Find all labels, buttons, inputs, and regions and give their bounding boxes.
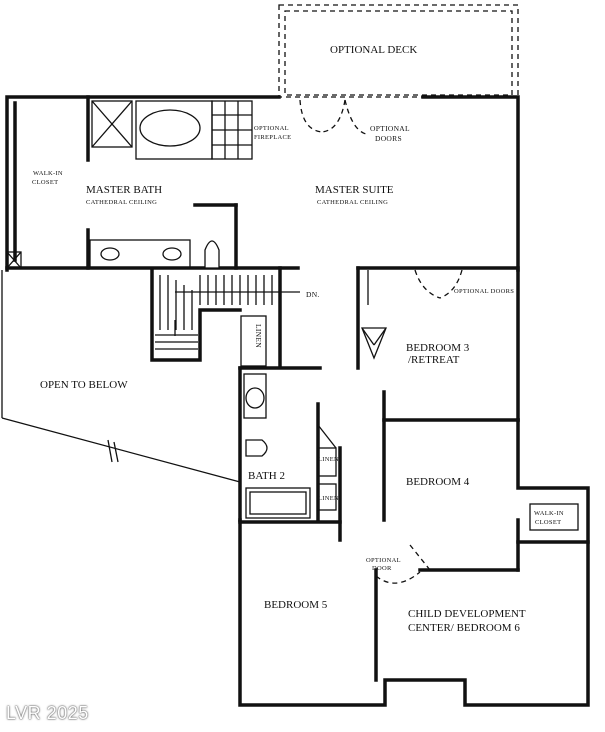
optional-doors-b3-label: OPTIONAL DOORS	[454, 288, 514, 295]
down-label: DN.	[306, 290, 320, 299]
optional-door-label: OPTIONAL	[366, 557, 401, 564]
child-development-label-2: CENTER/ BEDROOM 6	[408, 622, 520, 634]
linen-2-label: LINEN	[318, 456, 339, 463]
child-development-label: CHILD DEVELOPMENT	[408, 608, 526, 620]
stairs	[150, 268, 300, 362]
master-suite-label: MASTER SUITE	[315, 184, 394, 196]
walk-in-closet-label-2: CLOSET	[32, 179, 58, 186]
bedroom-4-label: BEDROOM 4	[406, 476, 470, 488]
linen-1-label: LINEN	[254, 324, 263, 348]
deck-doors	[299, 99, 367, 135]
bedroom-3-label-2: /RETREAT	[408, 354, 460, 366]
optional-door-label-2: DOOR	[372, 565, 392, 572]
exterior-walls	[1, 95, 590, 707]
bedroom-3-walls	[361, 269, 520, 522]
walk-in-closet-b4-label-2: CLOSET	[535, 519, 561, 526]
walk-in-closet-label: WALK-IN	[33, 170, 63, 177]
optional-fireplace-label: OPTIONAL	[254, 125, 289, 132]
walk-in-closet-b4-label: WALK-IN	[534, 510, 564, 517]
hall-walls	[238, 266, 360, 522]
bedroom-3-label: BEDROOM 3	[406, 342, 470, 354]
bath-2-fixtures	[238, 373, 342, 542]
optional-doors-label-2: DOORS	[375, 134, 402, 143]
master-bath-ceiling-label: CATHEDRAL CEILING	[86, 199, 157, 206]
linen-3-label: LINEN	[318, 495, 339, 502]
watermark: LVR 2025	[6, 703, 89, 723]
bath-2-label: BATH 2	[248, 470, 285, 482]
master-bath-walls	[6, 95, 253, 270]
open-to-below-label: OPEN TO BELOW	[40, 379, 128, 391]
room-labels: OPTIONAL DECK OPTIONAL FIREPLACE OPTIONA…	[32, 44, 564, 634]
bedroom-4-walls	[375, 503, 590, 584]
master-bath-label: MASTER BATH	[86, 184, 162, 196]
optional-deck-outline	[278, 4, 519, 98]
optional-deck-label: OPTIONAL DECK	[330, 44, 417, 56]
optional-fireplace-label-2: FIREPLACE	[254, 134, 291, 141]
optional-doors-label: OPTIONAL	[370, 124, 410, 133]
bedroom-5-label: BEDROOM 5	[264, 599, 328, 611]
master-suite-ceiling-label: CATHEDRAL CEILING	[317, 199, 388, 206]
